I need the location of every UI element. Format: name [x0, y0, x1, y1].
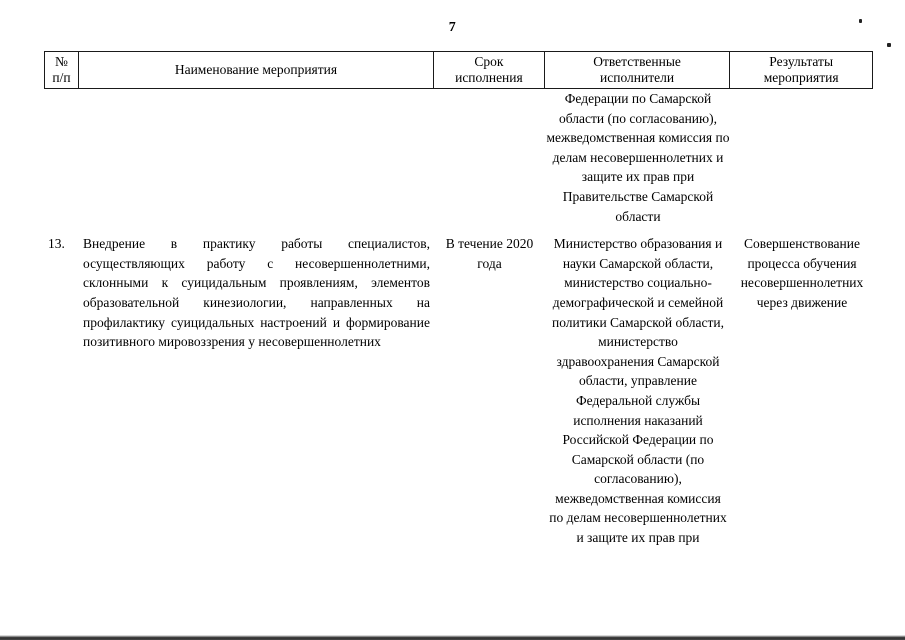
continuation-spacer-deadline [434, 89, 545, 226]
table-header-row: № п/п Наименование мероприятия Срок испо… [44, 51, 873, 89]
row-result: Совершенствование процесса обучения несо… [740, 236, 864, 310]
column-header-deadline-line2: исполнения [455, 70, 523, 85]
row-number: 13. [48, 236, 65, 252]
column-header-number-line1: № [55, 54, 68, 69]
table-row: 13. Внедрение в практику работы специали… [44, 234, 873, 548]
row-executors: Министерство образования и науки Самарск… [549, 236, 727, 546]
scan-edge-artifact [0, 635, 905, 640]
continuation-row: Федерации по Самарской области (по согла… [44, 89, 873, 226]
column-header-measure: Наименование мероприятия [79, 52, 435, 88]
continuation-executors-text: Федерации по Самарской области (по согла… [546, 91, 730, 224]
column-header-result: Результаты мероприятия [730, 52, 872, 88]
column-header-number-line2: п/п [52, 70, 71, 85]
column-header-deadline-line1: Срок [474, 54, 504, 69]
continuation-spacer-result [731, 89, 873, 226]
column-header-measure-line1: Наименование мероприятия [174, 62, 338, 77]
activities-table: № п/п Наименование мероприятия Срок испо… [44, 51, 873, 548]
row-deadline: В течение 2020 года [445, 236, 534, 271]
column-header-deadline: Срок исполнения [434, 52, 545, 88]
continuation-spacer-measure [78, 89, 434, 226]
column-header-result-line1: Результаты [769, 54, 834, 69]
column-header-number: № п/п [45, 52, 79, 88]
column-header-executors-line2: исполнители [600, 70, 675, 85]
row-measure: Внедрение в практику работы специалистов… [83, 236, 430, 350]
column-header-executors-line1: Ответственные [593, 54, 681, 69]
continuation-spacer-number [44, 89, 78, 226]
column-header-executors: Ответственные исполнители [545, 52, 731, 88]
column-header-result-line2: мероприятия [763, 70, 839, 85]
page-number: 7 [448, 20, 457, 35]
scan-speckle-icon [887, 43, 891, 47]
scan-speckle-icon [859, 19, 862, 23]
